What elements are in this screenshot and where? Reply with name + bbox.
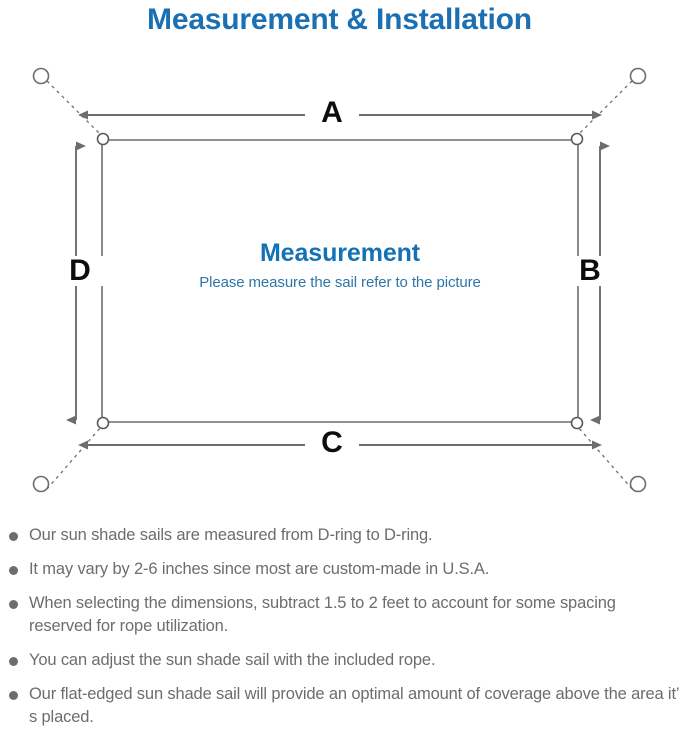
- bullet-icon: [9, 566, 18, 575]
- dimension-label-c: C: [305, 428, 359, 458]
- note-text: You can adjust the sun shade sail with t…: [29, 651, 436, 669]
- list-item: You can adjust the sun shade sail with t…: [0, 649, 679, 672]
- notes-list: Our sun shade sails are measured from D-…: [0, 524, 679, 740]
- list-item: Our flat-edged sun shade sail will provi…: [0, 683, 679, 729]
- dimension-label-a: A: [305, 98, 359, 128]
- list-item: It may vary by 2-6 inches since most are…: [0, 558, 679, 581]
- d-ring-bottom-left: [96, 416, 110, 430]
- dimension-label-b: B: [563, 256, 617, 286]
- anchor-points: [32, 67, 647, 493]
- anchor-bottom-right: [629, 475, 647, 493]
- rope-top-left: [46, 80, 102, 136]
- sail-text-block: Measurement Please measure the sail refe…: [102, 238, 578, 294]
- rope-lines: [46, 80, 633, 490]
- diagram-canvas: [32, 67, 647, 493]
- rope-bottom-right: [577, 426, 633, 490]
- anchor-top-right: [629, 67, 647, 85]
- d-rings: [96, 132, 584, 430]
- note-text: Our sun shade sails are measured from D-…: [29, 526, 433, 544]
- bullet-icon: [9, 600, 18, 609]
- bullet-icon: [9, 657, 18, 666]
- note-text: It may vary by 2-6 inches since most are…: [29, 560, 490, 578]
- note-text: Our flat-edged sun shade sail will provi…: [29, 685, 679, 726]
- sail-heading: Measurement: [259, 239, 421, 267]
- note-text: When selecting the dimensions, subtract …: [29, 594, 616, 635]
- rope-top-right: [577, 80, 633, 136]
- bullet-icon: [9, 691, 18, 700]
- anchor-top-left: [32, 67, 50, 85]
- rope-bottom-left: [46, 426, 102, 490]
- anchor-bottom-left: [32, 475, 50, 493]
- d-ring-top-left: [96, 132, 110, 146]
- list-item: When selecting the dimensions, subtract …: [0, 592, 679, 638]
- d-ring-bottom-right: [570, 416, 584, 430]
- measurement-diagram: A B C D Measurement Please measure the s…: [0, 48, 679, 518]
- d-ring-top-right: [570, 132, 584, 146]
- page-title: Measurement & Installation: [147, 3, 532, 36]
- dimension-label-d: D: [53, 256, 107, 286]
- sail-subheading: Please measure the sail refer to the pic…: [199, 274, 481, 291]
- list-item: Our sun shade sails are measured from D-…: [0, 524, 679, 547]
- bullet-icon: [9, 532, 18, 541]
